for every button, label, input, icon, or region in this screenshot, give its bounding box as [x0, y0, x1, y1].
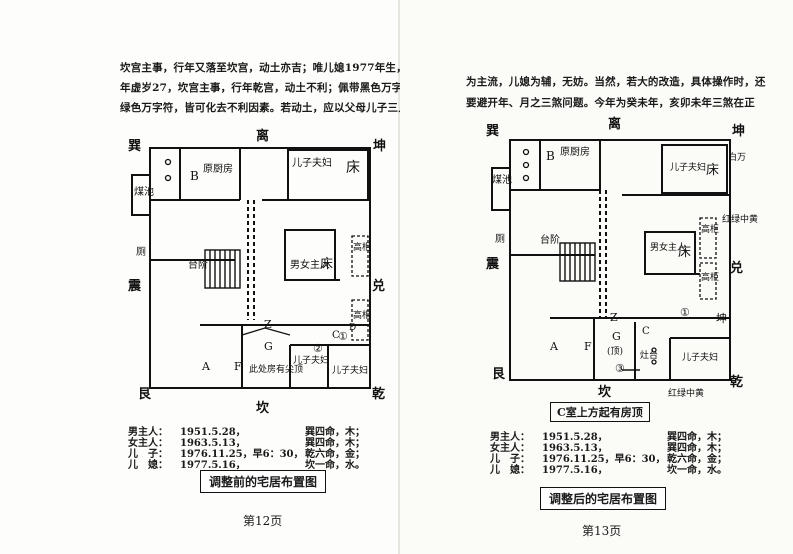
room-b: B [190, 169, 199, 183]
room-g: G [612, 330, 621, 343]
body-text-line-2: 年虚岁27，坎宫主事，行年乾宫，动土不利；佩带黑色万字符或 [120, 82, 424, 94]
floor-plan-after: 巽 离 坤 震 兑 艮 乾 坎 B 原厨房 儿子夫妇 床 煤池 厕 台阶 男女主… [485, 116, 758, 400]
label-stove: 灶台 [640, 349, 658, 361]
body-text-line-3: 绿色万字符，皆可化去不利因素。若动土，应以父母儿子三人， [120, 102, 420, 114]
room-coal-pool: 煤池 [134, 185, 154, 198]
room-bed-mid: 床 [678, 245, 691, 260]
room-master-couple: 男女主人 [650, 241, 686, 253]
direction-li: 离 [608, 116, 621, 132]
info-row: 男主人：1951.5.28，巽四命，木； [128, 427, 365, 438]
room-tall-cabinet-1: 高柜 [701, 223, 719, 235]
info-row: 女主人：1963.5.13，巽四命，木； [490, 443, 727, 454]
room-son-couple-bottom: 儿子夫妇 [682, 351, 718, 363]
room-a: A [201, 360, 211, 373]
left-page: 坎宫主事，行年又落至坎宫，动土亦吉；唯儿媳1977年生，2003 年虚岁27，坎… [120, 62, 437, 528]
room-kitchen: 原厨房 [203, 162, 233, 175]
room-bed-top: 床 [346, 160, 360, 176]
info-row: 儿 子：1976.11.25，早6：30，乾六命，金； [128, 449, 365, 460]
figure-caption: 调整前的宅居布置图 [200, 470, 327, 493]
direction-dui: 兑 [730, 260, 743, 276]
room-g: G [264, 340, 273, 353]
label-top-note: (顶) [607, 346, 623, 357]
direction-kan: 坎 [256, 400, 269, 416]
room-f: F [234, 360, 242, 373]
label-red-green-yellow: 红绿中黄 [722, 213, 758, 225]
direction-xun: 巽 [486, 124, 499, 139]
room-bed-mid: 床 [320, 257, 333, 272]
room-toilet: 厕 [495, 233, 505, 245]
birth-info-table: 男主人：1951.5.28，巽四命，木； 女主人：1963.5.13，巽四命，木… [490, 428, 727, 476]
direction-li: 离 [256, 128, 269, 144]
direction-gen: 艮 [492, 367, 506, 382]
room-pointed-roof: 此处房有尖顶 [249, 363, 303, 375]
room-c: C [642, 326, 650, 337]
room-son-couple-top: 儿子夫妇 [670, 161, 706, 173]
info-row: 男主人：1951.5.28，巽四命，木； [490, 432, 727, 443]
room-f: F [584, 340, 592, 353]
direction-kun: 坤 [732, 123, 745, 139]
label-kun-mark: 坤 [716, 311, 727, 325]
birth-info-table: 男主人：1951.5.28，巽四命，木； 女主人：1963.5.13，巽四命，木… [128, 423, 365, 471]
direction-kun: 坤 [373, 138, 386, 154]
label-circle-1: ① [680, 306, 690, 319]
room-b: B [546, 149, 555, 163]
room-son-couple-bottom: 儿子夫妇 [332, 364, 368, 376]
room-tall-cabinet-1: 高柜 [353, 241, 371, 253]
room-stairs: 台阶 [540, 233, 560, 246]
right-page: 为主流，儿媳为辅，无妨。当然，若大的改造，具体操作时，还 要避开年、月之三煞问题… [400, 0, 793, 554]
info-row: 儿 媳：1977.5.16，坎一命，水。 [128, 460, 365, 471]
direction-qian: 乾 [730, 374, 743, 390]
body-text-line-2: 要避开年、月之三煞问题。今年为癸未年，亥卯未年三煞在正 [466, 97, 755, 109]
room-toilet: 厕 [136, 246, 146, 258]
direction-xun: 巽 [128, 139, 141, 154]
room-master-couple: 男女主人 [290, 258, 330, 271]
room-kitchen: 原厨房 [560, 145, 590, 158]
floor-plan-before: 巽 离 坤 震 兑 艮 乾 坎 B 原厨房 儿子夫妇 床 煤池 厕 台阶 男女主… [127, 128, 386, 416]
direction-zhen: 震 [485, 257, 500, 272]
room-tall-cabinet-2: 高柜 [701, 271, 719, 283]
info-row: 儿 子：1976.11.25，早6：30，乾六命，金； [490, 454, 727, 465]
direction-kan: 坎 [598, 384, 611, 400]
label-white-wan: 白万 [728, 151, 746, 163]
info-row: 女主人：1963.5.13，巽四命，木； [128, 438, 365, 449]
direction-qian: 乾 [372, 386, 385, 402]
room-tall-cabinet-2: 高柜 [353, 309, 371, 321]
page-number: 第13页 [582, 524, 622, 538]
room-d: D [349, 323, 356, 333]
label-red-green-yellow-bottom: 红绿中黄 [668, 387, 704, 399]
room-son-couple-top: 儿子夫妇 [292, 156, 332, 169]
room-bed-top: 床 [706, 163, 719, 178]
direction-zhen: 震 [127, 279, 142, 294]
room-stairs: 台阶 [188, 258, 208, 271]
label-circle-2: ② [313, 342, 323, 355]
room-coal-pool: 煤池 [492, 173, 512, 186]
label-circle-1: ① [338, 330, 348, 343]
page-number: 第12页 [243, 514, 283, 528]
label-circle-3: ③ [615, 362, 625, 375]
sub-caption: C室上方起有房顶 [550, 402, 650, 422]
info-row: 儿 媳：1977.5.16，坎一命，水。 [490, 465, 727, 476]
label-z: Z [264, 318, 272, 331]
direction-gen: 艮 [138, 387, 152, 402]
label-z: Z [610, 311, 618, 324]
room-son-couple-mid: 儿子夫妇 [293, 354, 329, 366]
body-text-line-1: 坎宫主事，行年又落至坎宫，动土亦吉；唯儿媳1977年生，2003 [120, 62, 437, 74]
figure-caption: 调整后的宅居布置图 [540, 487, 667, 510]
room-a: A [549, 340, 559, 353]
direction-dui: 兑 [372, 278, 385, 294]
room-c: C [332, 330, 340, 341]
body-text-line-1: 为主流，儿媳为辅，无妨。当然，若大的改造，具体操作时，还 [466, 76, 766, 88]
